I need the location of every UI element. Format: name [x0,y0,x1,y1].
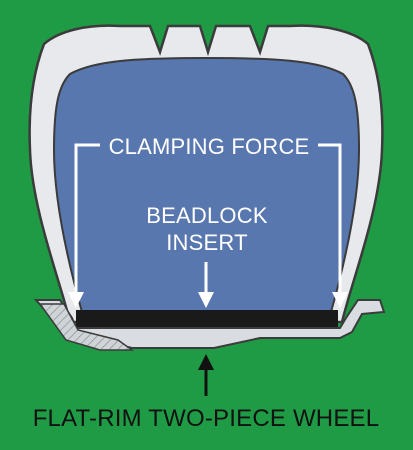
clamping-left-arrowhead [68,292,84,308]
clamping-force-arrows [74,143,342,296]
beadlock-insert-band [76,310,338,328]
lock-ring-left [38,303,135,351]
clamping-left-line [74,143,100,296]
beadlock-label-line2: INSERT [166,230,247,255]
wheel-label: FLAT-RIM TWO-PIECE WHEEL [33,405,380,432]
wheel-arrowhead [198,354,214,370]
clamping-force-label: CLAMPING FORCE [109,134,310,159]
beadlock-label-line1: BEADLOCK [146,203,268,228]
tire-inner-chamber [52,56,361,313]
clamping-right-arrowhead [332,292,348,308]
clamping-right-line [318,143,342,296]
beadlock-arrowhead [198,292,214,308]
